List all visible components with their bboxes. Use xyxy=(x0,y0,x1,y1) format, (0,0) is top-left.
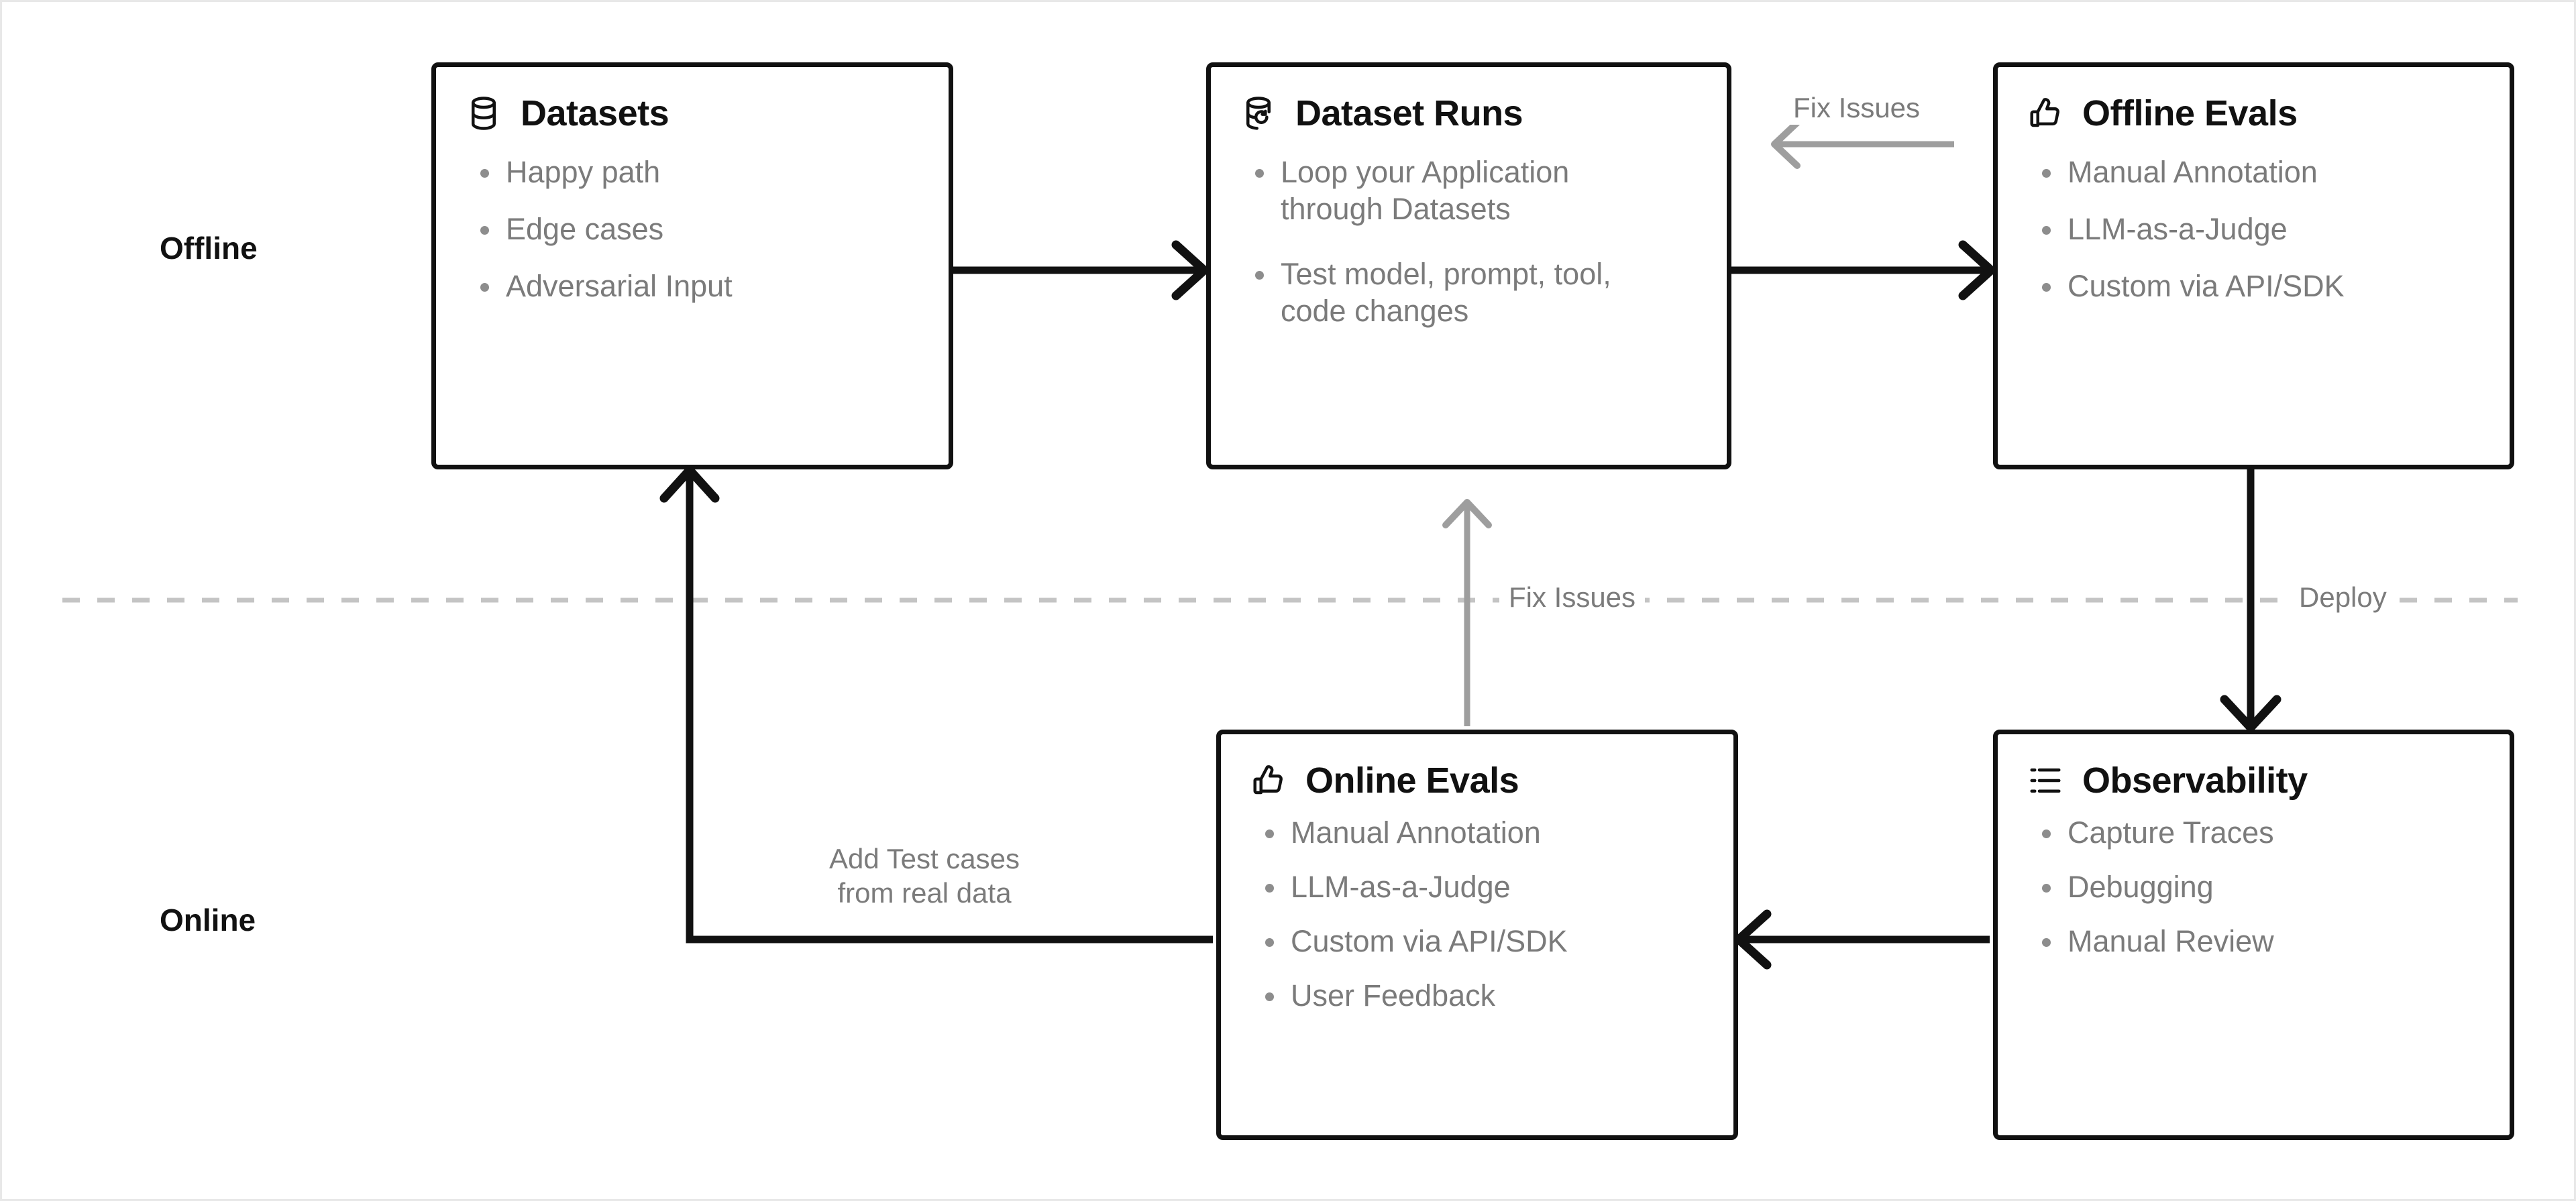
list-item: Custom via API/SDK xyxy=(2039,268,2483,305)
list-indent-icon xyxy=(2030,768,2061,793)
node-online-evals[interactable]: Online Evals Manual Annotation LLM-as-a-… xyxy=(1216,730,1738,1140)
node-observability-title: Observability xyxy=(2082,760,2308,801)
list-item: Adversarial Input xyxy=(478,268,922,305)
list-item: LLM-as-a-Judge xyxy=(2039,211,2483,248)
node-datasets-bullets: Happy path Edge cases Adversarial Input xyxy=(436,154,949,305)
row-label-online: Online xyxy=(160,903,256,937)
node-offline-evals[interactable]: Offline Evals Manual Annotation LLM-as-a… xyxy=(1993,62,2514,469)
node-datasets-title: Datasets xyxy=(521,93,669,133)
node-offline-evals-header: Offline Evals xyxy=(1998,67,2510,131)
edge-datasets-to-dataset-runs xyxy=(953,240,1209,300)
list-item: User Feedback xyxy=(1263,978,1707,1015)
database-icon xyxy=(472,97,496,130)
edge-offline-evals-to-observability xyxy=(2220,469,2282,732)
list-item: Debugging xyxy=(2039,869,2483,906)
edge-dataset-runs-to-offline-evals xyxy=(1731,240,1996,300)
list-item: Custom via API/SDK xyxy=(1263,923,1707,960)
list-item: Test model, prompt, tool, code changes xyxy=(1252,256,1662,330)
edge-observability-to-online-evals xyxy=(1734,909,1990,970)
row-label-offline: Offline xyxy=(160,231,258,266)
node-online-evals-header: Online Evals xyxy=(1221,734,1733,799)
list-item: Happy path xyxy=(478,154,922,191)
list-item: Manual Annotation xyxy=(2039,154,2483,191)
node-online-evals-title: Online Evals xyxy=(1305,760,1519,801)
node-dataset-runs-header: Dataset Runs xyxy=(1211,67,1727,131)
thumbs-up-icon xyxy=(1253,765,1283,795)
node-dataset-runs-bullets: Loop your Application through Datasets T… xyxy=(1211,154,1727,330)
node-observability-header: Observability xyxy=(1998,734,2510,799)
node-dataset-runs[interactable]: Dataset Runs Loop your Application throu… xyxy=(1206,62,1731,469)
node-dataset-runs-title: Dataset Runs xyxy=(1295,93,1523,133)
list-item: Capture Traces xyxy=(2039,815,2483,852)
edge-online-evals-to-dataset-runs xyxy=(1442,499,1492,726)
edge-offline-evals-to-dataset-runs xyxy=(1771,119,1954,169)
list-item: LLM-as-a-Judge xyxy=(1263,869,1707,906)
edge-label-deploy: Deploy xyxy=(2290,580,2396,615)
edge-label-add-test-cases-line1: Add Test cases xyxy=(828,843,1020,874)
list-item: Manual Review xyxy=(2039,923,2483,960)
node-observability-bullets: Capture Traces Debugging Manual Review xyxy=(1998,815,2510,960)
list-item: Edge cases xyxy=(478,211,922,248)
node-offline-evals-title: Offline Evals xyxy=(2082,93,2298,133)
node-datasets-header: Datasets xyxy=(436,67,949,131)
list-item: Loop your Application through Datasets xyxy=(1252,154,1662,228)
node-online-evals-bullets: Manual Annotation LLM-as-a-Judge Custom … xyxy=(1221,815,1733,1015)
database-refresh-icon xyxy=(1246,97,1271,130)
node-observability[interactable]: Observability Capture Traces Debugging M… xyxy=(1993,730,2514,1140)
edge-label-add-test-cases: Add Test cases from real data xyxy=(807,842,1042,911)
edge-label-fix-issues-middle: Fix Issues xyxy=(1499,580,1646,615)
thumbs-up-icon xyxy=(2030,98,2059,127)
list-item: Manual Annotation xyxy=(1263,815,1707,852)
edge-label-add-test-cases-line2: from real data xyxy=(837,877,1012,909)
node-datasets[interactable]: Datasets Happy path Edge cases Adversari… xyxy=(431,62,953,469)
edge-label-fix-issues-top: Fix Issues xyxy=(1784,91,1930,125)
node-offline-evals-bullets: Manual Annotation LLM-as-a-Judge Custom … xyxy=(1998,154,2510,305)
